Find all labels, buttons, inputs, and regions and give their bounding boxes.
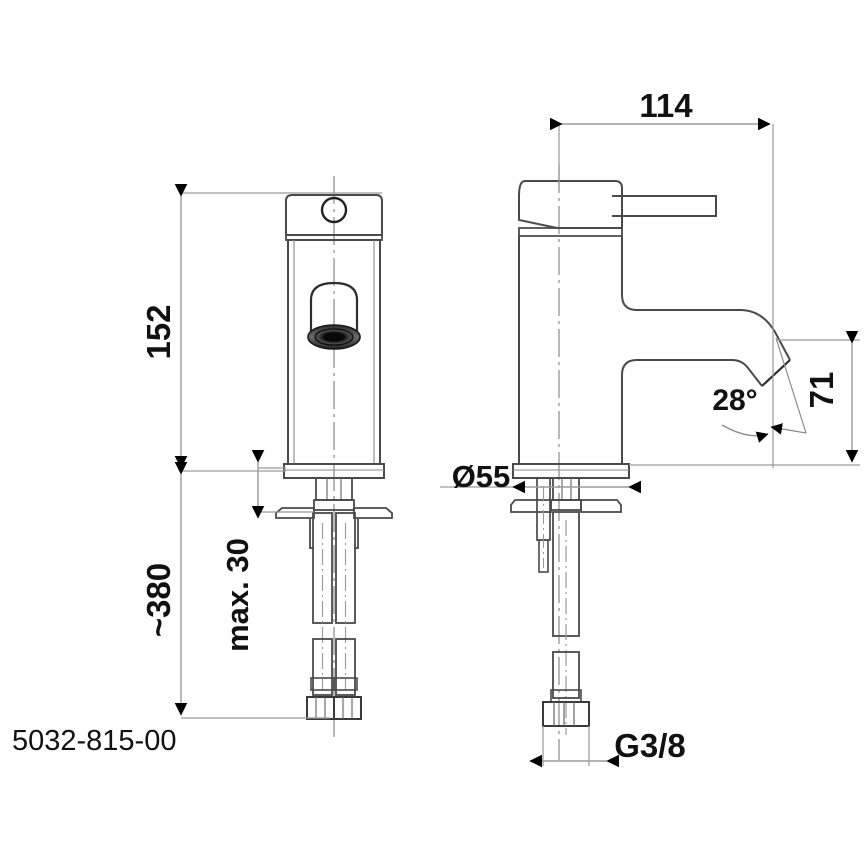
front-view [275, 176, 393, 740]
side-hex-nut [542, 701, 590, 727]
side-lever-handle-arm [612, 195, 717, 217]
side-spout-tip-face [761, 359, 791, 387]
front-mounting-wing-left [275, 507, 315, 519]
dimension-thread-g38: G3/8 [529, 726, 686, 768]
dim-28-arc [721, 424, 769, 443]
dimension-height-152: 152 [140, 184, 382, 472]
side-shank-upper [552, 477, 580, 501]
side-body-and-spout-top [518, 236, 791, 464]
dimension-reach-114: 114 [550, 87, 774, 468]
side-mounting-plate-left [510, 499, 552, 513]
front-cap-hole [320, 196, 348, 224]
side-spout-underside [621, 359, 763, 455]
front-mounting-collar [313, 499, 355, 511]
front-tube-step-right [333, 677, 358, 691]
dim-380-label: ~380 [140, 563, 177, 637]
front-mounting-wing-right [353, 507, 393, 519]
dim-28-arc-arrow-right [770, 423, 807, 435]
dim-28-label: 28° [712, 384, 757, 417]
side-mounting-plate-right [580, 499, 622, 513]
front-supply-tube-lower-left [312, 638, 333, 696]
dimension-angle-28: 28° [712, 337, 807, 443]
dim-28-leader-line [775, 337, 807, 434]
dim-30-label: max. 30 [220, 538, 255, 652]
front-hex-nut-left [306, 696, 335, 720]
front-spout-arch [309, 281, 359, 338]
part-number-label: 5032-815-00 [12, 725, 176, 757]
dim-55-label: Ø55 [452, 459, 511, 494]
side-base-flange [512, 463, 630, 479]
front-supply-tube-lower-right [335, 638, 356, 696]
dimension-depth-380: ~380 [140, 462, 330, 719]
side-lever-cap [518, 180, 623, 229]
side-cap-joint-ring [518, 227, 623, 237]
side-view [510, 165, 791, 760]
dimension-spout-height-71: 71 [629, 331, 860, 466]
dim-152-label: 152 [140, 304, 177, 359]
dimension-max-30: max. 30 [220, 450, 314, 652]
dim-g38-label: G3/8 [614, 727, 686, 764]
dim-71-label: 71 [803, 372, 840, 409]
dim-114-label: 114 [639, 87, 693, 124]
side-supply-tube-lower [552, 651, 580, 699]
dimension-diameter-55: Ø55 [440, 459, 641, 494]
side-mounting-collar [550, 499, 582, 511]
front-aerator-core [323, 332, 345, 342]
front-hex-nut-right [333, 696, 362, 720]
